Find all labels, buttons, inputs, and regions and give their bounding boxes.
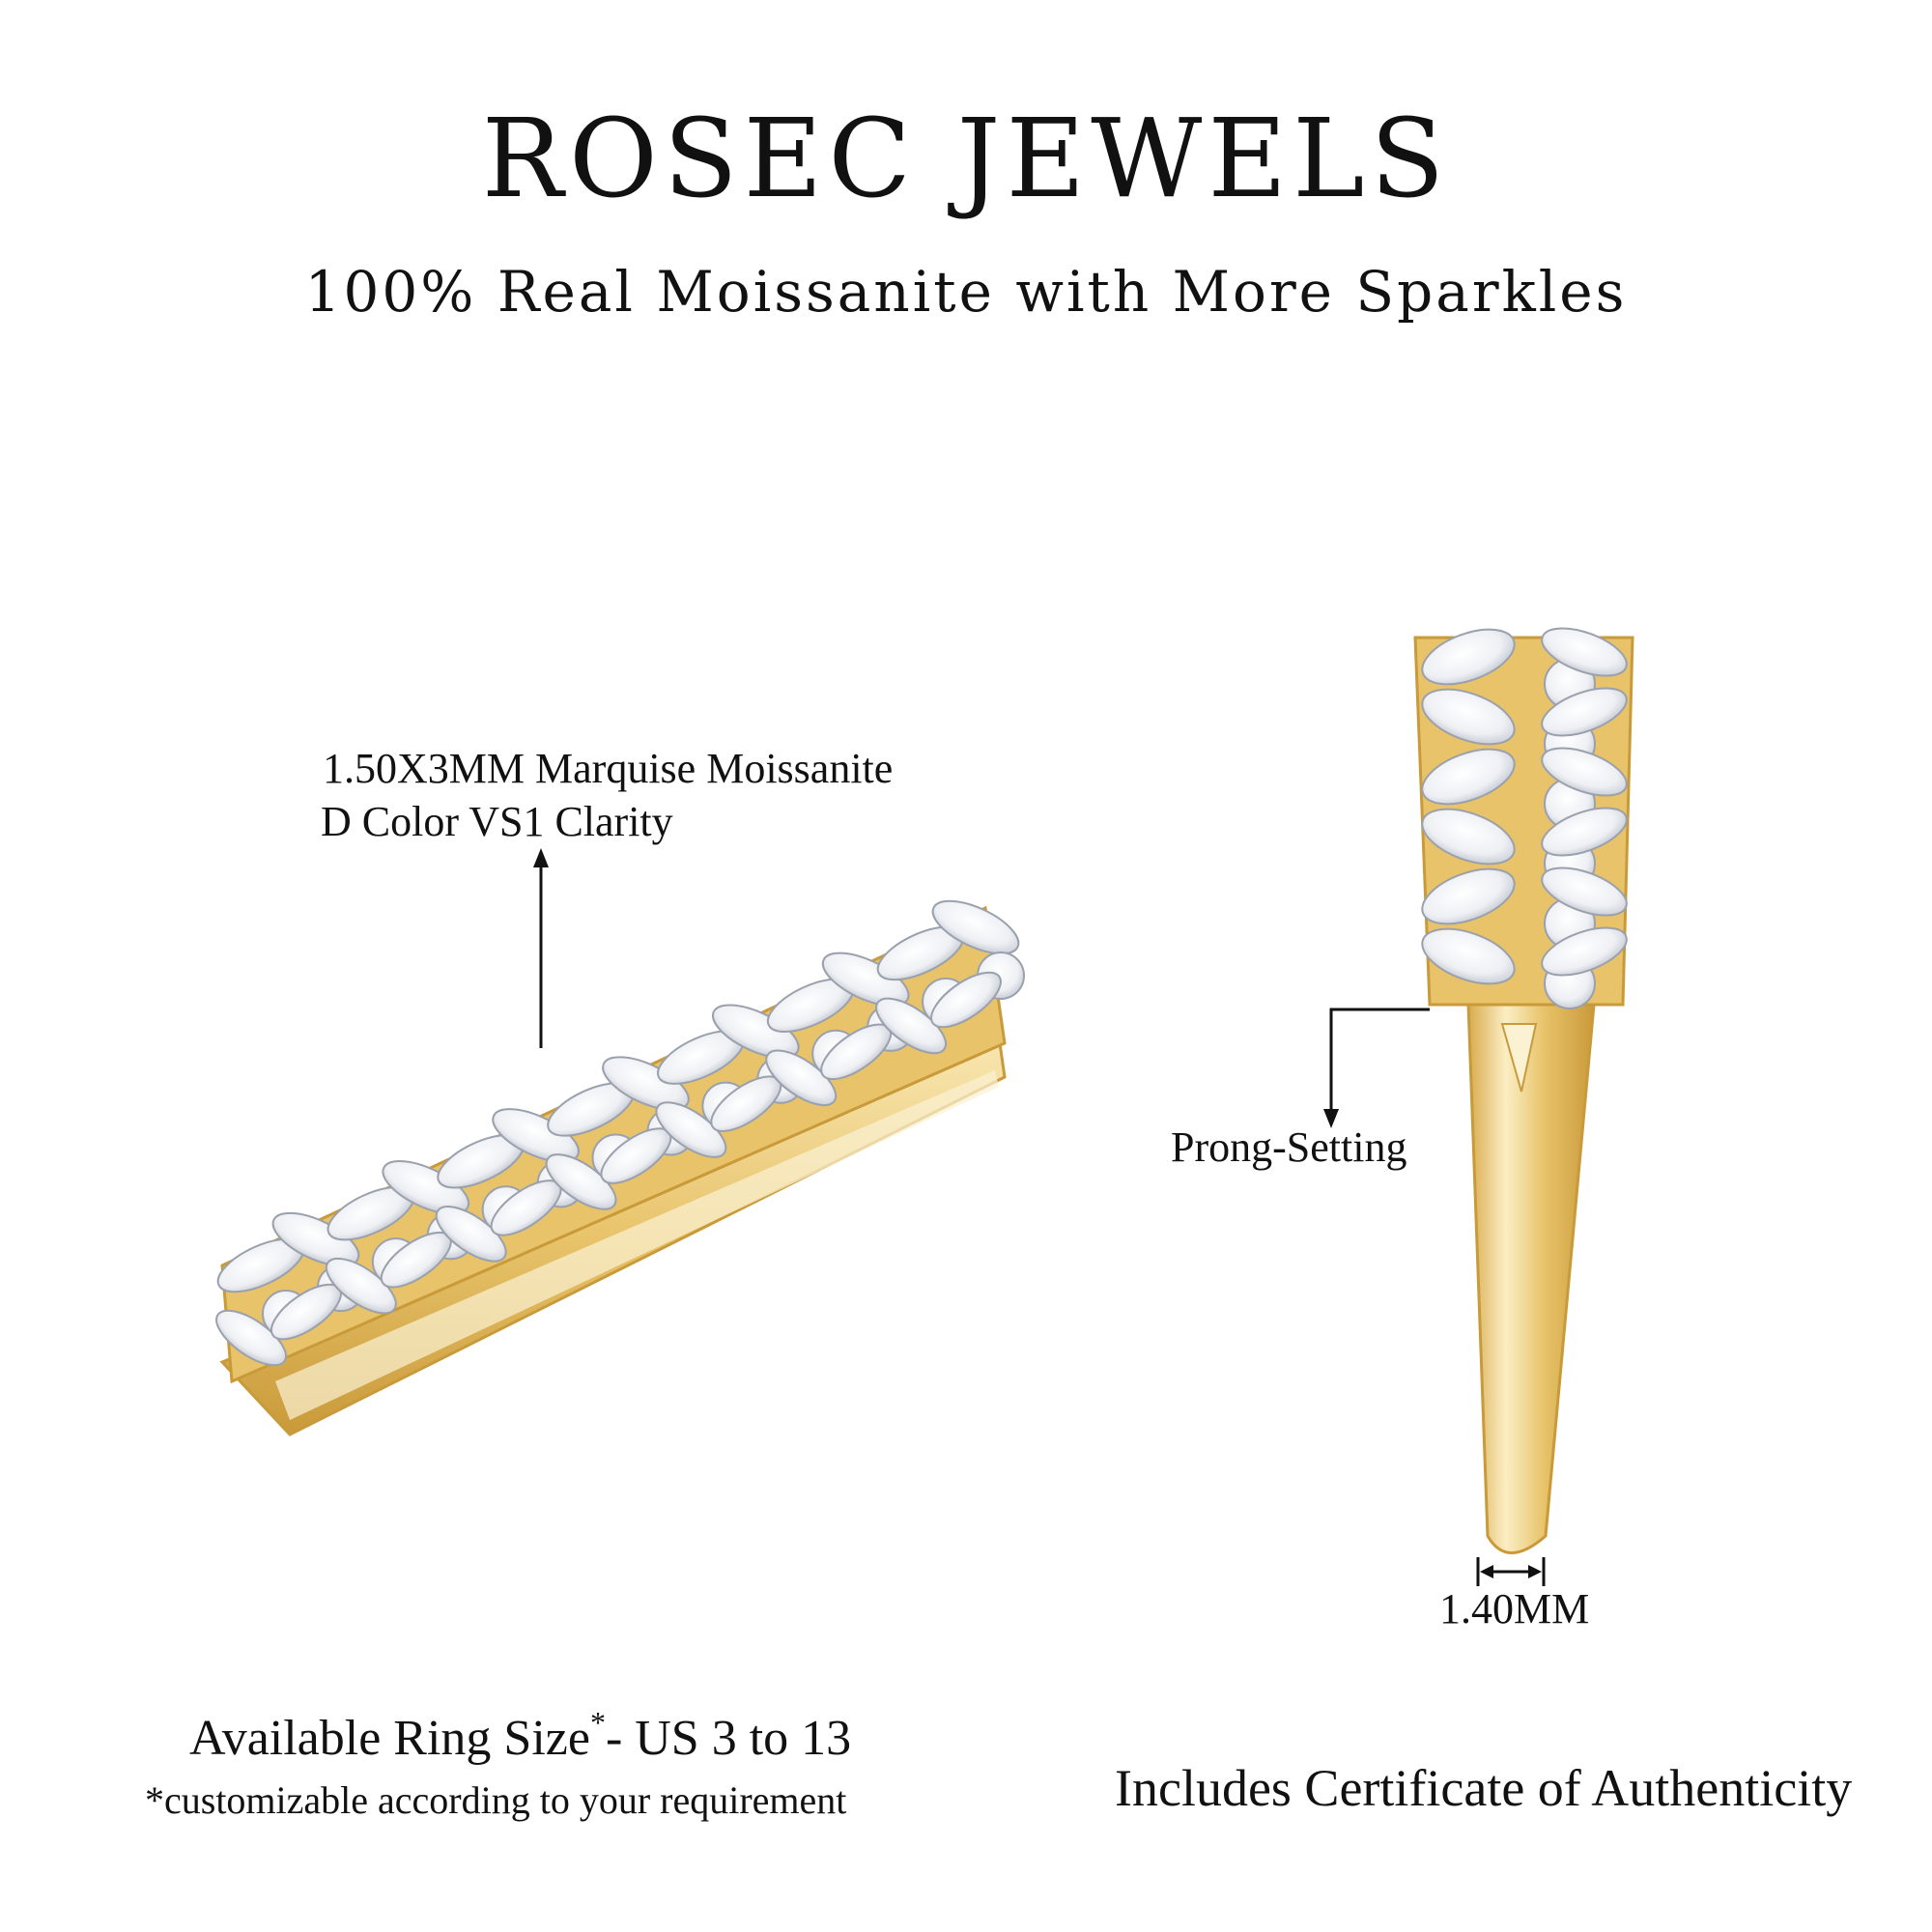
marquise-stone: [821, 952, 910, 1008]
marquise-stone: [1541, 926, 1628, 977]
ring-size-asterisk: *: [589, 1705, 606, 1740]
ring-size-range: - US 3 to 13: [605, 1711, 852, 1766]
certificate-note: Includes Certificate of Authenticity: [1115, 1759, 1853, 1817]
marquise-stone: [271, 1211, 360, 1267]
ring-front-view: [1413, 627, 1634, 1554]
marquise-stone: [711, 1004, 800, 1059]
marquise-stone: [1421, 688, 1516, 746]
marquise-stone: [215, 1309, 287, 1367]
marquise-stone: [930, 971, 1002, 1029]
marquise-stone: [875, 997, 947, 1055]
stone-callout-arrow: [533, 848, 549, 1048]
marquise-stone: [492, 1108, 580, 1163]
marquise-stone: [1421, 867, 1516, 925]
marquise-stone: [545, 1153, 617, 1210]
ring-size-text: Available Ring Size: [189, 1711, 590, 1766]
marquise-stone: [931, 899, 1020, 955]
customization-note: *customizable according to your requirem…: [145, 1778, 847, 1822]
marquise-stone: [1541, 687, 1628, 737]
marquise-stone: [1421, 628, 1516, 686]
ring-size-info: Available Ring Size*- US 3 to 13: [189, 1705, 851, 1767]
stone-spec-label: 1.50X3MM Marquise Moissanite: [323, 745, 894, 792]
marquise-stone: [1541, 867, 1628, 917]
marquise-stone: [765, 1049, 838, 1107]
marquise-stone: [1541, 747, 1628, 797]
marquise-stone: [435, 1206, 507, 1263]
marquise-stone: [655, 1101, 727, 1158]
marquise-stone: [1541, 807, 1628, 857]
width-dimension-marker: [1476, 1557, 1546, 1586]
marquise-stone: [1421, 748, 1516, 806]
ring-side-view: [215, 899, 1025, 1436]
tagline: 100% Real Moissanite with More Sparkles: [304, 259, 1628, 325]
marquise-stone: [1421, 808, 1516, 866]
marquise-stone: [1541, 627, 1628, 677]
brand-title: ROSEC JEWELS: [481, 97, 1451, 222]
marquise-stone: [1421, 927, 1516, 985]
marquise-stone: [602, 1056, 690, 1111]
band-width-label: 1.40MM: [1439, 1585, 1590, 1633]
marquise-stone: [382, 1160, 470, 1215]
marquise-stone: [325, 1257, 397, 1315]
prong-callout-arrow: [1323, 1008, 1430, 1128]
stone-quality-label: D Color VS1 Clarity: [321, 798, 673, 845]
prong-setting-label: Prong-Setting: [1171, 1123, 1407, 1171]
